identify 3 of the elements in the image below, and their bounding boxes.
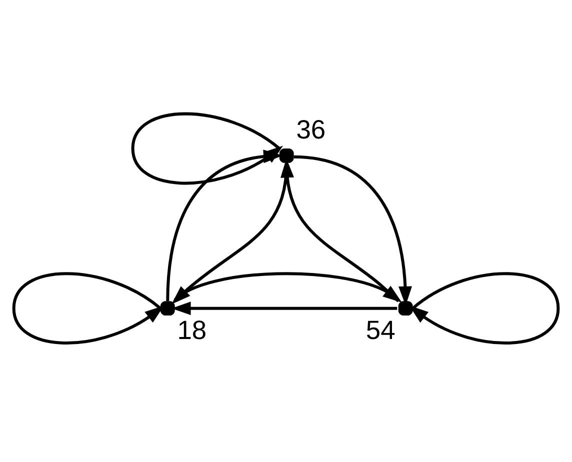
node-label: 36 — [296, 114, 326, 144]
node-label: 18 — [177, 314, 207, 345]
node-label: 54 — [366, 314, 396, 345]
